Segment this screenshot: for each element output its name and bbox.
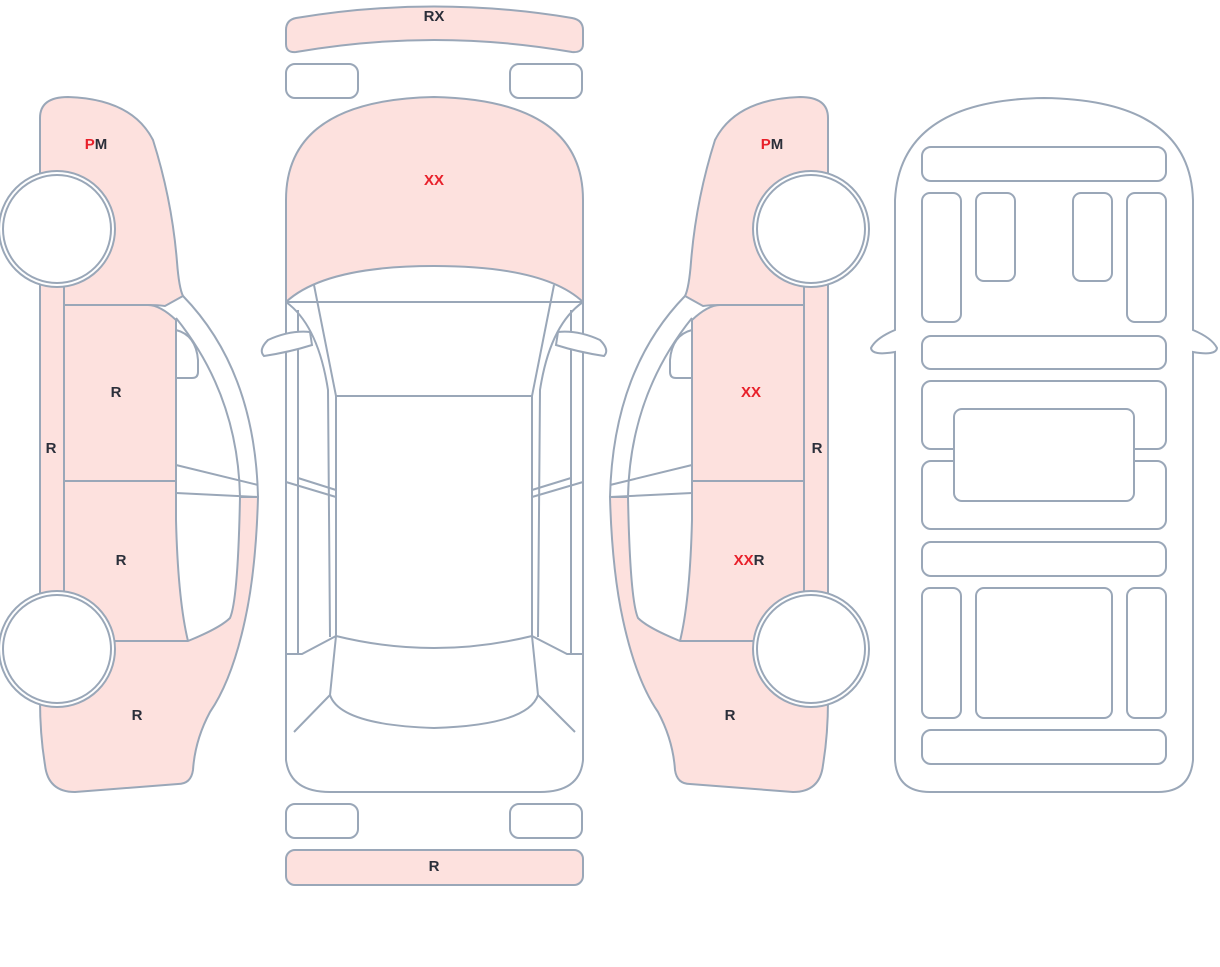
right-front-fender-label[interactable]: PM	[761, 136, 784, 153]
front-bumper-label[interactable]: RX	[424, 8, 445, 25]
hood-label[interactable]: XX	[424, 172, 444, 189]
underside-view	[869, 96, 1219, 793]
top-view: RX XX R	[260, 5, 608, 886]
left-side-view: PM R R R R	[0, 96, 259, 793]
rear-bumper	[285, 849, 584, 886]
rear-left-tire	[285, 803, 359, 839]
right-mirror	[554, 330, 608, 358]
body-outline	[285, 301, 584, 793]
left-mirror	[260, 330, 314, 358]
left-front-door-label[interactable]: R	[111, 384, 122, 401]
right-rear-quarter-label[interactable]: R	[725, 707, 736, 724]
front-left-tire	[285, 63, 359, 99]
front-bumper	[285, 5, 584, 54]
front-right-tire	[509, 63, 583, 99]
left-rear-quarter-label[interactable]: R	[132, 707, 143, 724]
left-rear-door-label[interactable]: R	[116, 552, 127, 569]
left-rocker-label[interactable]: R	[46, 440, 57, 457]
right-side-view: PM XX R XXR R	[609, 96, 870, 793]
hood	[285, 95, 584, 305]
rear-right-tire	[509, 803, 583, 839]
rear-bumper-label[interactable]: R	[429, 858, 440, 875]
right-rocker-label[interactable]: R	[812, 440, 823, 457]
right-front-door-label[interactable]: XX	[741, 384, 761, 401]
right-rear-door-label[interactable]: XXR	[734, 552, 765, 569]
left-front-fender-label[interactable]: PM	[85, 136, 108, 153]
